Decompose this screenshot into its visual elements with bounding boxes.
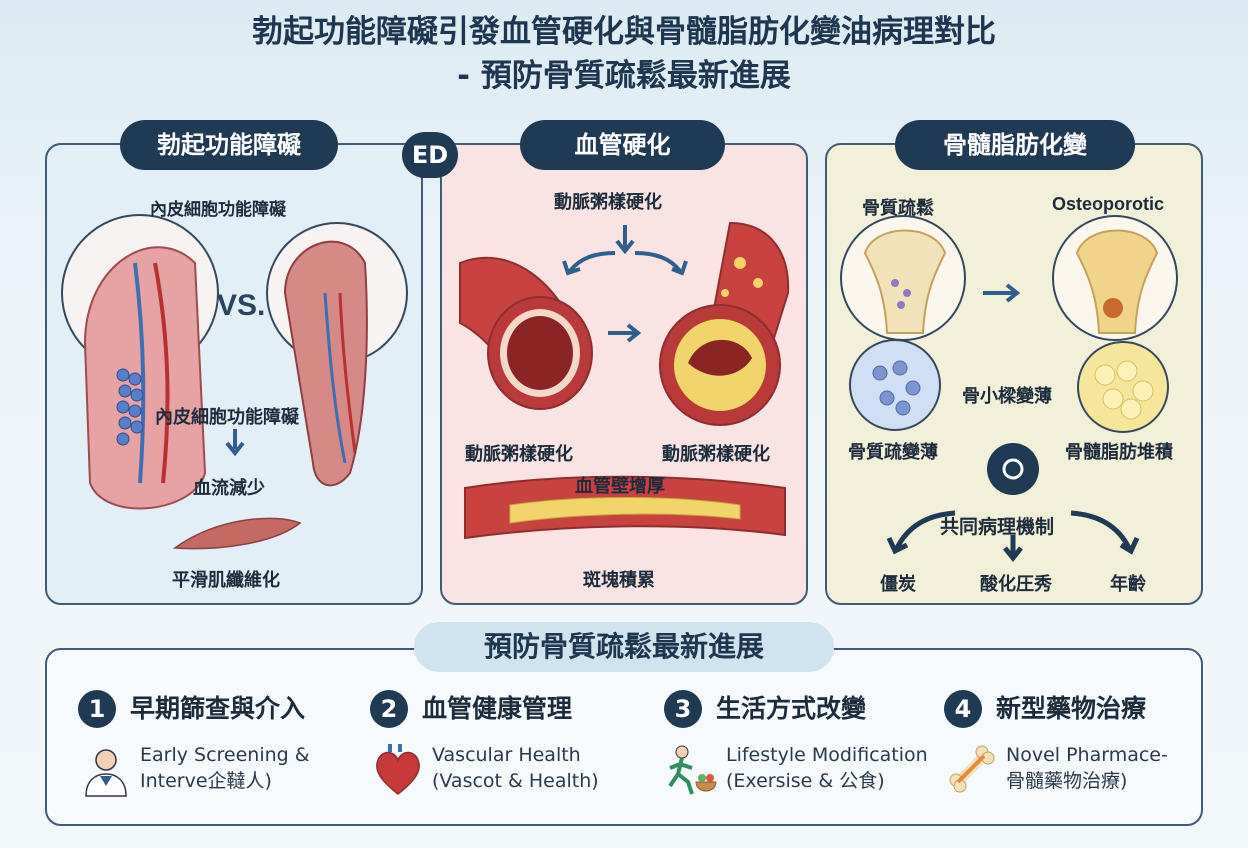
mechanism-right-arrow — [1070, 510, 1140, 555]
item-desc-line-2: Interve企韃人) — [140, 770, 272, 792]
cause-label-1: 僵炭 — [880, 574, 916, 595]
ed-label-top: 內皮細胞功能障礙 — [150, 200, 286, 220]
diseased-organ-shape — [283, 240, 368, 487]
healthy-organ-shape — [83, 246, 207, 510]
page-title: 勃起功能障礙引發血管硬化與骨髓脂肪化變油病理對比 - 預防骨質疏鬆最新進展 — [0, 10, 1248, 98]
vessel-label-wall: 血管壁增厚 — [575, 476, 665, 497]
cell-zoom-left — [849, 339, 941, 431]
fat-cell-zoom — [1077, 341, 1169, 433]
cause-label-2: 酸化圧秀 — [980, 574, 1052, 595]
item-desc-line-1: Lifestyle Modification — [726, 744, 928, 766]
prevention-item: 2 血管健康管理 Vascular Health (Vascot & Healt… — [370, 690, 650, 810]
prevention-item: 1 早期篩查與介入 Early Screening & Interve企韃人) — [78, 690, 358, 810]
vessel-heading: 血管硬化 — [520, 120, 725, 170]
item-desc: Novel Pharmace- 骨髓藥物治療) — [1006, 742, 1168, 794]
vessel-illustration — [459, 221, 790, 540]
cell-cluster — [116, 368, 144, 446]
marrow-label-trabecula: 骨小樑變薄 — [962, 386, 1052, 407]
vessel-label-right: 動脈粥樣硬化 — [662, 444, 770, 465]
item-desc: Early Screening & Interve企韃人) — [140, 742, 310, 794]
item-number: 1 — [78, 690, 116, 728]
ed-label-flow: 血流減少 — [193, 478, 265, 499]
item-desc-line-2: (Vascot & Health) — [432, 770, 599, 792]
prevention-item: 3 生活方式改變 Lifestyle Modification (Exersis… — [664, 690, 944, 810]
item-desc-line-2: (Exersise & 公食) — [726, 770, 885, 792]
title-line-2: - 預防骨質疏鬆最新進展 — [457, 58, 791, 94]
item-title: 新型藥物治療 — [996, 694, 1147, 723]
marrow-illustration — [840, 215, 1178, 563]
item-title: 早期篩查與介入 — [130, 694, 306, 723]
mechanism-left-arrow — [886, 510, 956, 555]
item-number: 3 — [664, 690, 702, 728]
item-desc-line-1: Early Screening & — [140, 744, 310, 766]
item-title: 血管健康管理 — [422, 694, 573, 723]
marrow-label-left: 骨質疏鬆 — [862, 198, 934, 219]
bone-icon — [949, 745, 995, 793]
progression-arrow — [608, 323, 642, 343]
smooth-muscle-shape — [172, 517, 302, 550]
ed-label-fibrosis: 平滑肌纖維化 — [172, 570, 280, 591]
bone-progress-arrow — [983, 283, 1021, 303]
doctor-icon — [85, 749, 127, 797]
item-desc: Vascular Health (Vascot & Health) — [432, 742, 599, 794]
item-desc-line-1: Vascular Health — [432, 744, 581, 766]
runner-icon — [668, 745, 717, 795]
prevention-item: 4 新型藥物治療 Novel Pharmace- 骨髓藥物治療) — [944, 690, 1224, 810]
title-line-1: 勃起功能障礙引發血管硬化與骨髓脂肪化變油病理對比 — [252, 14, 996, 50]
mechanism-label: 共同病理機制 — [940, 516, 1055, 538]
item-desc: Lifestyle Modification (Exersise & 公食) — [726, 742, 928, 794]
ed-illustration: VS. — [61, 214, 408, 550]
marrow-label-fat: 骨髓脂肪堆積 — [1065, 442, 1173, 463]
item-title: 生活方式改變 — [716, 694, 867, 723]
marrow-heading: 骨髓脂肪化變 — [895, 120, 1135, 170]
vessel-label-left: 動脈粥樣硬化 — [465, 444, 573, 465]
ed-badge: ED — [402, 132, 458, 178]
ed-label-mid: 內皮細胞功能障礙 — [155, 407, 299, 428]
vessel-label-top: 動脈粥樣硬化 — [554, 192, 662, 213]
item-desc-line-1: Novel Pharmace- — [1006, 744, 1168, 766]
cause-label-3: 年齡 — [1110, 574, 1146, 595]
flow-down-arrow — [225, 429, 245, 457]
split-arrow — [615, 225, 635, 255]
mechanism-icon — [987, 443, 1039, 495]
item-desc-line-2: 骨髓藥物治療) — [1006, 770, 1128, 792]
ed-heading: 勃起功能障礙 — [120, 120, 338, 170]
item-number: 4 — [944, 690, 982, 728]
item-number: 2 — [370, 690, 408, 728]
prevention-heading: 預防骨質疏鬆最新進展 — [414, 622, 834, 672]
marrow-label-thinning: 骨質疏變薄 — [848, 442, 938, 463]
mechanism-mid-arrow — [1003, 535, 1023, 563]
vessel-label-plaque: 斑塊積累 — [583, 570, 655, 591]
marrow-label-right: Osteoporotic — [1052, 194, 1165, 214]
vs-label: VS. — [217, 289, 265, 322]
heart-icon — [376, 744, 420, 795]
prevention-panel — [45, 648, 1203, 826]
